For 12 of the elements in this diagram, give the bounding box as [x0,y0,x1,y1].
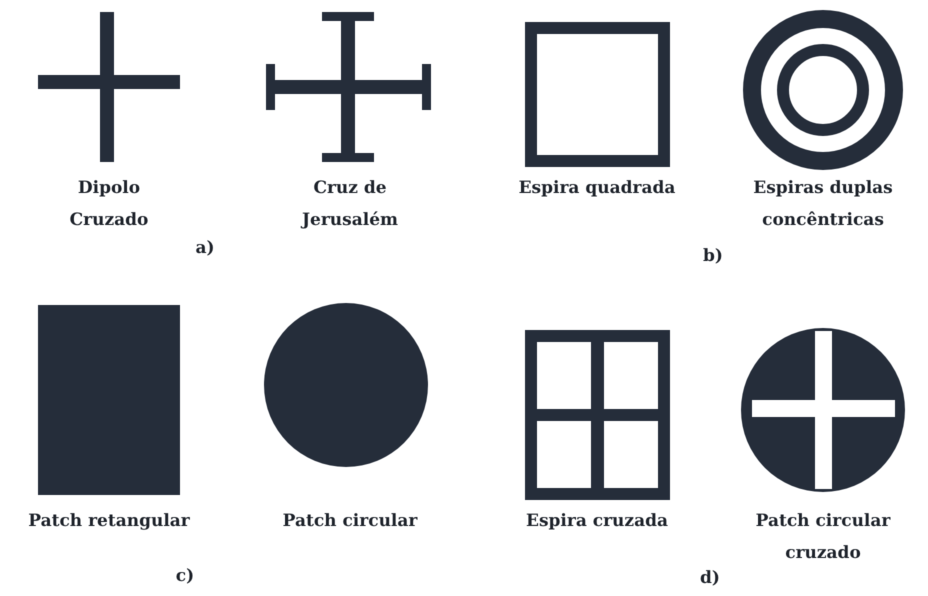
caption: Cruz de Jerusalém [300,177,400,232]
caption: Patch retangular [27,510,191,533]
caption: Patch circular [282,510,418,533]
caption: Patch circular cruzado [754,510,892,565]
caption: Espira quadrada [518,177,676,200]
caption: Espiras duplas concêntricas [752,177,894,232]
panel-letter: d) [699,567,721,590]
panel-letter: a) [194,237,216,260]
panel-letter: c) [174,565,196,588]
caption: Dipolo Cruzado [68,177,150,232]
panel-letter: b) [702,245,724,268]
caption: Espira cruzada [524,510,669,533]
